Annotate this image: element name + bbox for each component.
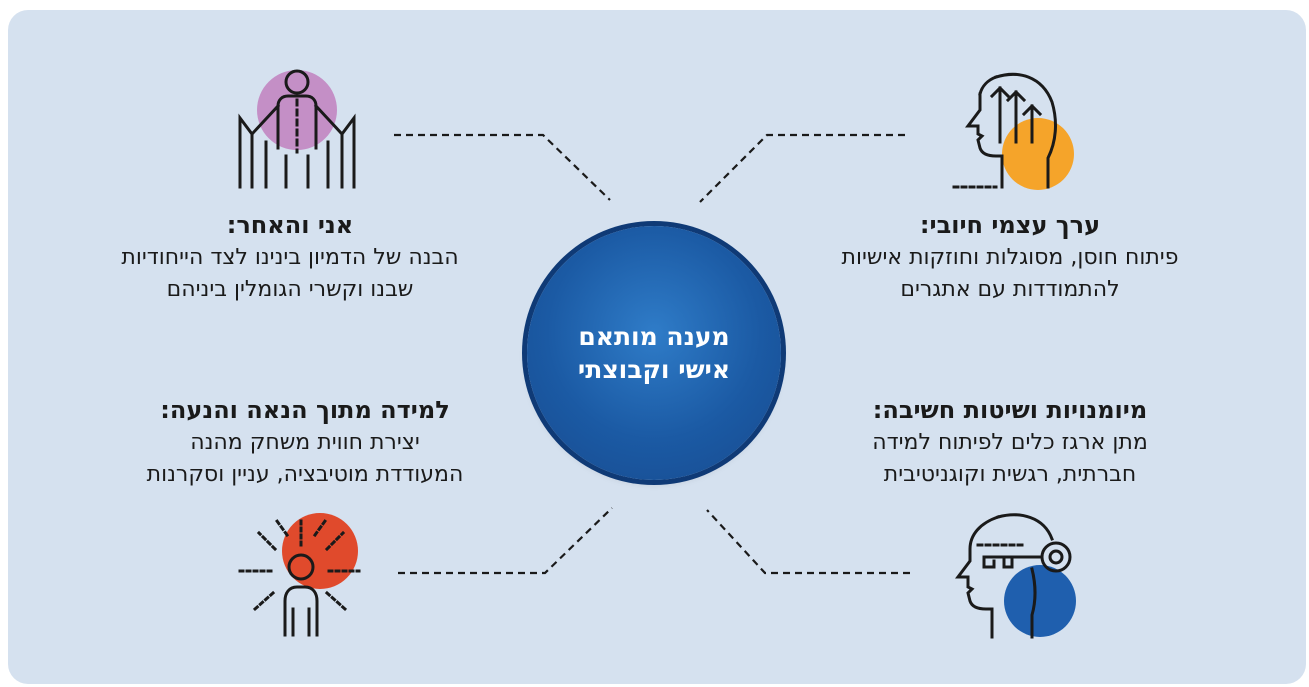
block-desc-line1: יצירת חווית משחק מהנה [190,430,420,455]
center-title-line2: אישי וקבוצתי [577,355,731,384]
block-title: מיומנויות ושיטות חשיבה: [872,396,1148,424]
block-desc-line2: חברתית, רגשית וקוגניטיבית [883,462,1137,487]
connector-top-right [699,133,905,203]
connector-bottom-left [398,507,613,575]
block-me-and-other: אני והאחר: הבנה של הדמיון בינינו לצד היי… [55,208,525,306]
block-desc-line2: להתמודדות עם אתגרים [900,277,1120,302]
center-circle: מענה מותאם אישי וקבוצתי [527,226,781,480]
block-positive-self-worth: ערך עצמי חיובי: פיתוח חוסן, מסוגלות וחוז… [775,208,1245,306]
block-skills-thinking: מיומנויות ושיטות חשיבה: מתן ארגז כלים לפ… [790,393,1230,491]
head-growth-arrows-icon [952,72,1074,190]
block-desc-line1: פיתוח חוסן, מסוגלות וחוזקות אישיות [841,245,1179,270]
block-title: ערך עצמי חיובי: [919,211,1101,239]
sparkle-person-icon [237,513,361,637]
block-title: למידה מתוך הנאה והנעה: [160,396,450,424]
block-desc-line1: הבנה של הדמיון בינינו לצד הייחודיות [121,245,459,270]
block-desc-line2: שבנו וקשרי הגומלין ביניהם [166,277,414,302]
block-title: אני והאחר: [226,211,354,239]
connected-people-icon [238,69,356,189]
connector-top-left [394,133,611,201]
connector-bottom-right [706,509,910,575]
block-desc-line2: המעודדת מוטיבציה, עניין וסקרנות [146,462,464,487]
center-title-line1: מענה מותאם [578,322,730,351]
head-key-icon [955,513,1076,639]
block-learning-fun: למידה מתוך הנאה והנעה: יצירת חווית משחק … [70,393,540,491]
block-desc-line1: מתן ארגז כלים לפיתוח למידה [872,430,1148,455]
